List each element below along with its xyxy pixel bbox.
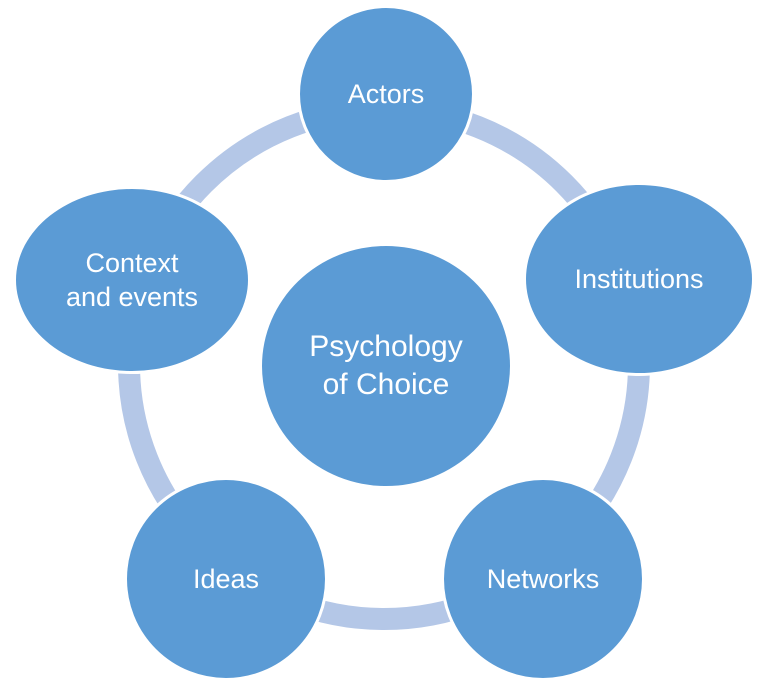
node-institutions: Institutions (523, 182, 755, 376)
node-ideas: Ideas (124, 477, 328, 681)
node-actors: Actors (297, 5, 475, 183)
node-context-and-events: Context and events (13, 186, 251, 374)
node-networks: Networks (441, 477, 645, 681)
node-psychology-of-choice: Psychology of Choice (259, 243, 513, 489)
